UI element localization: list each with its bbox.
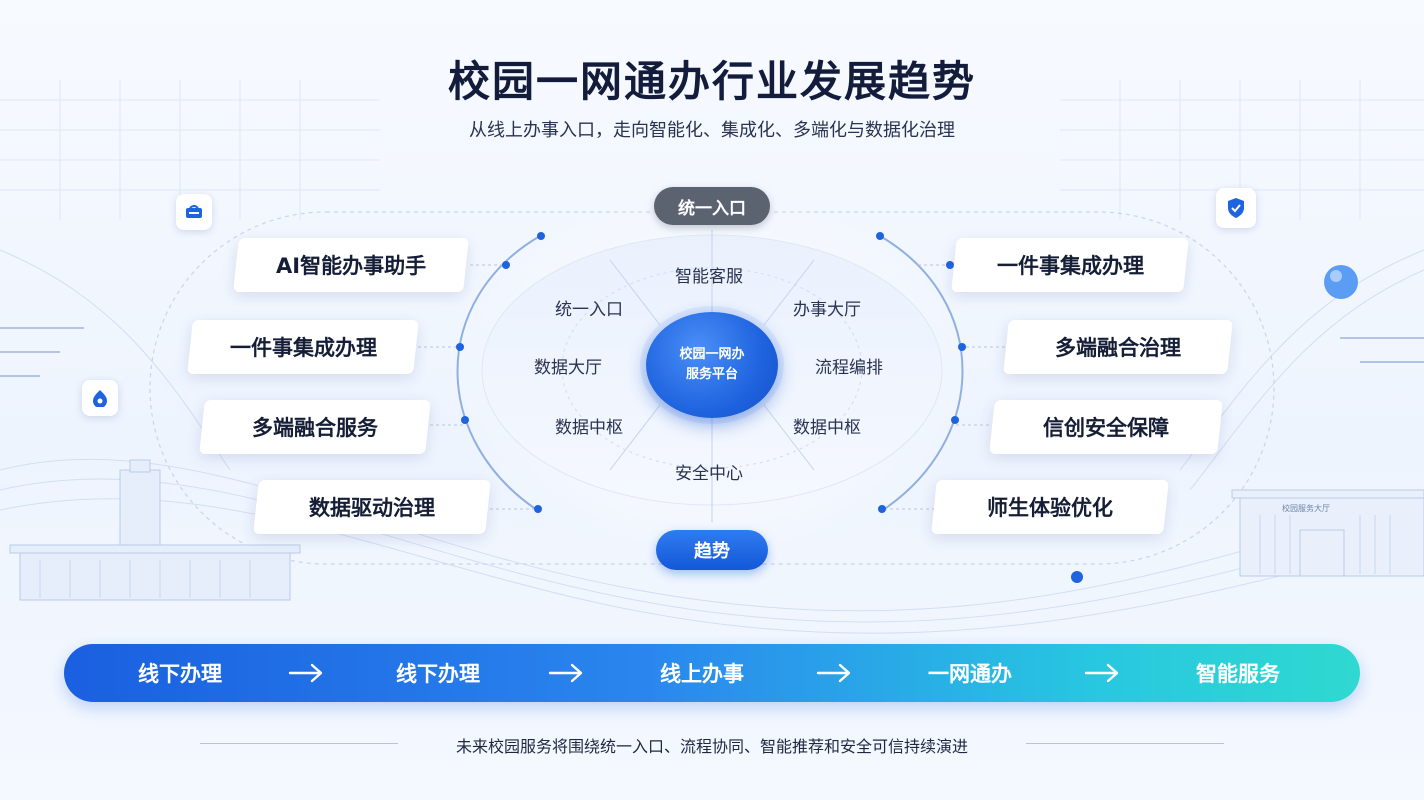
card-label: 多端融合服务 bbox=[252, 416, 378, 440]
ring-label-security-center: 安全中心 bbox=[675, 464, 743, 484]
arrow-right-icon bbox=[814, 659, 854, 687]
card-label: 信创安全保障 bbox=[1043, 416, 1169, 440]
arc-node bbox=[946, 261, 954, 269]
flow-step-5: 智能服务 bbox=[1196, 662, 1280, 686]
ring-label-smart-service: 智能客服 bbox=[675, 267, 743, 287]
arc-node bbox=[456, 343, 464, 351]
flow-step-3: 线上办事 bbox=[660, 662, 744, 686]
footer-note: 未来校园服务将围绕统一入口、流程协同、智能推荐和安全可信持续演进 bbox=[455, 737, 968, 756]
ring-label-unified-entry: 统一入口 bbox=[555, 300, 623, 320]
footer-divider-right bbox=[1026, 743, 1224, 744]
card-label: AI智能办事助手 bbox=[275, 254, 427, 278]
ring-label-data-hub-right: 数据中枢 bbox=[793, 418, 861, 438]
left-card-data-governance: 数据驱动治理 bbox=[253, 480, 491, 534]
trend-pill: 趋势 bbox=[656, 530, 768, 570]
building-sign: 校园服务大厅 bbox=[1282, 504, 1330, 513]
page-subtitle: 从线上办事入口，走向智能化、集成化、多端化与数据化治理 bbox=[469, 120, 955, 141]
arc-node bbox=[876, 232, 884, 240]
ticket-icon bbox=[176, 194, 212, 230]
arrow-right-icon bbox=[546, 659, 586, 687]
arrow-right-icon bbox=[1082, 659, 1122, 687]
flow-step-4: 一网通办 bbox=[928, 662, 1012, 686]
arc-node bbox=[502, 261, 510, 269]
arc-node bbox=[951, 416, 959, 424]
shield-icon bbox=[1216, 188, 1256, 228]
left-card-ai-assistant: AI智能办事助手 bbox=[233, 238, 469, 292]
card-label: 多端融合治理 bbox=[1055, 336, 1181, 360]
arc-node bbox=[534, 505, 542, 513]
ring-label-data-hub-left: 数据中枢 bbox=[555, 418, 623, 438]
right-card-xinchuang-security: 信创安全保障 bbox=[989, 400, 1223, 454]
arc-node bbox=[461, 416, 469, 424]
hub-line-1: 校园一网办 bbox=[679, 347, 745, 362]
left-card-multi-terminal: 多端融合服务 bbox=[199, 400, 431, 454]
right-card-multi-governance: 多端融合治理 bbox=[1003, 320, 1233, 374]
evolution-flow-bar bbox=[64, 644, 1360, 702]
right-card-one-thing: 一件事集成办理 bbox=[951, 238, 1189, 292]
hub-line-2: 服务平台 bbox=[685, 367, 738, 382]
card-label: 一件事集成办理 bbox=[996, 254, 1144, 278]
arrow-right-icon bbox=[286, 659, 326, 687]
card-label: 师生体验优化 bbox=[987, 496, 1113, 520]
lock-icon bbox=[82, 380, 118, 416]
unified-entry-pill: 统一入口 bbox=[654, 187, 770, 225]
arc-node bbox=[878, 505, 886, 513]
ring-label-workflow: 流程编排 bbox=[815, 358, 883, 378]
ring-label-data-hall: 数据大厅 bbox=[534, 358, 602, 378]
platform-hub: 校园一网办 服务平台 bbox=[646, 312, 778, 418]
right-card-experience: 师生体验优化 bbox=[931, 480, 1169, 534]
footer-divider-left bbox=[200, 743, 398, 744]
card-label: 数据驱动治理 bbox=[309, 496, 435, 520]
arc-node bbox=[537, 232, 545, 240]
page-title: 校园一网通办行业发展趋势 bbox=[447, 57, 976, 106]
arc-node bbox=[958, 343, 966, 351]
ring-label-service-hall: 办事大厅 bbox=[793, 300, 861, 320]
card-label: 一件事集成办理 bbox=[229, 336, 377, 360]
flow-step-1: 线下办理 bbox=[138, 662, 222, 686]
left-card-one-thing: 一件事集成办理 bbox=[187, 320, 419, 374]
flow-step-2: 线下办理 bbox=[396, 662, 480, 686]
